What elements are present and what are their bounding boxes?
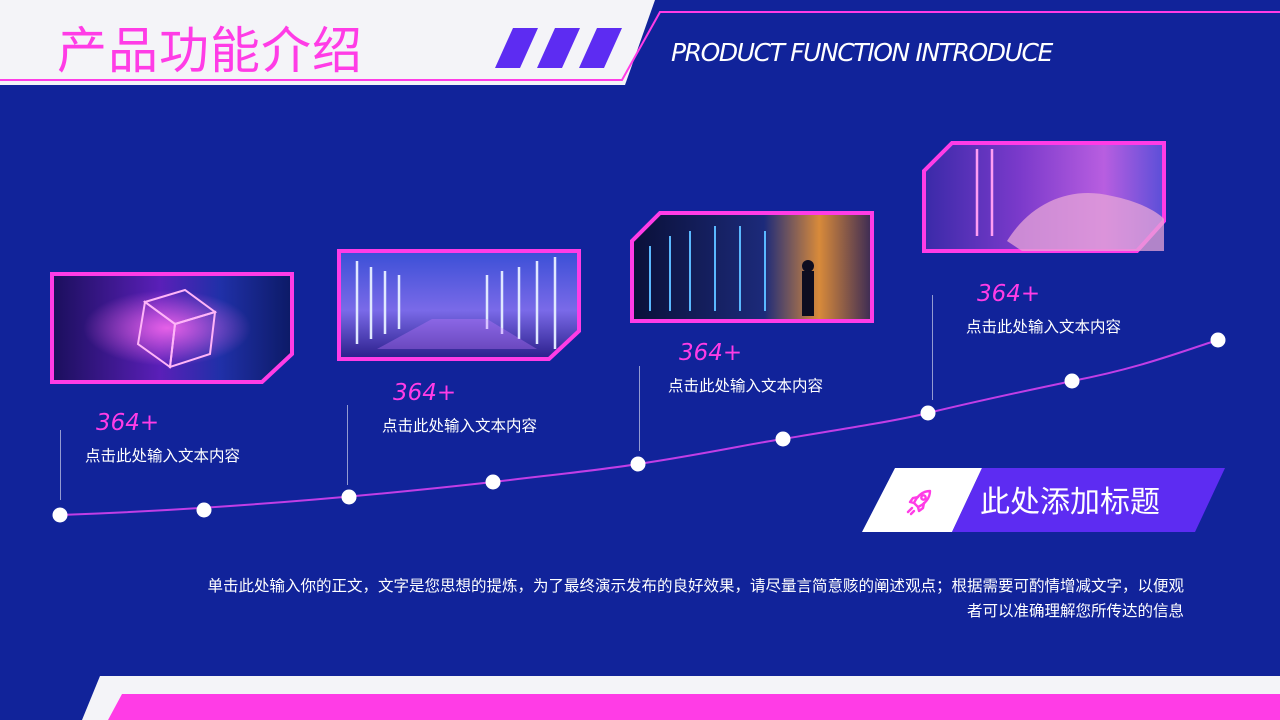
page-title: 产品功能介绍	[57, 22, 363, 80]
trend-point	[196, 502, 212, 518]
trend-point	[1210, 332, 1226, 348]
page-subtitle: PRODUCT FUNCTION INTRODUCE	[671, 38, 1053, 67]
timeline-image-3	[630, 211, 874, 323]
stripe-3	[579, 28, 622, 68]
timeline-stat-2: 364+	[393, 380, 457, 406]
trend-point	[920, 405, 936, 421]
person-silhouette	[802, 271, 814, 316]
trend-point	[485, 474, 501, 490]
server-lights	[649, 226, 766, 311]
trend-point	[52, 507, 68, 523]
timeline-stem	[60, 430, 61, 500]
timeline-stem	[639, 366, 640, 451]
timeline-stat-1: 364+	[96, 410, 160, 436]
trend-points	[52, 332, 1226, 523]
trend-point	[341, 489, 357, 505]
timeline-image-2	[337, 249, 581, 361]
trend-point	[1064, 373, 1080, 389]
timeline-stem	[347, 405, 348, 485]
timeline-image-4	[922, 141, 1166, 253]
timeline-desc-1: 点击此处输入文本内容	[85, 447, 241, 465]
body-paragraph: 单击此处输入你的正文，文字是您思想的提炼，为了最终演示发布的良好效果，请尽量言简…	[207, 577, 1184, 620]
timeline-stem	[932, 295, 933, 400]
badge-title: 此处添加标题	[980, 485, 1160, 520]
rocket-icon	[906, 489, 932, 516]
neon-cube	[136, 288, 218, 369]
timeline-stat-4: 364+	[977, 281, 1041, 307]
neon-bars	[355, 257, 557, 349]
timeline-stat-3: 364+	[679, 340, 743, 366]
trend-point	[775, 431, 791, 447]
stripe-2	[537, 28, 580, 68]
badge-purple-shape	[952, 468, 1225, 532]
stripe-1	[495, 28, 538, 68]
header-panel	[0, 0, 655, 85]
timeline-desc-4: 点击此处输入文本内容	[966, 318, 1122, 336]
neon-lights	[975, 149, 994, 236]
trend-point	[630, 456, 646, 472]
header-accent-line	[0, 11, 1280, 81]
footer-accent-band	[108, 694, 1280, 720]
timeline-desc-3: 点击此处输入文本内容	[668, 377, 824, 395]
timeline-desc-2: 点击此处输入文本内容	[382, 417, 538, 435]
timeline-image-1	[50, 272, 294, 384]
hands-shape	[1007, 193, 1164, 251]
